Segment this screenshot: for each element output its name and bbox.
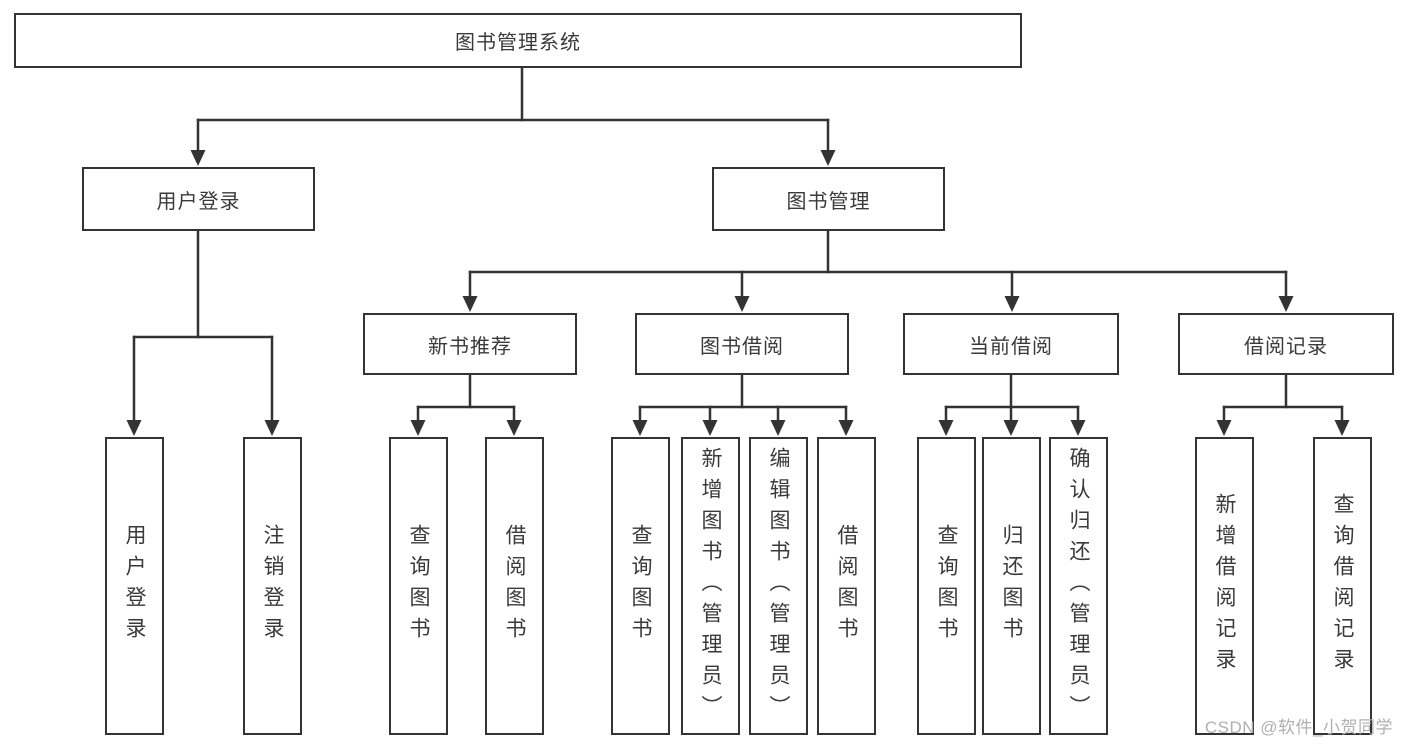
edge-root-to-level2 (190, 65, 836, 166)
leaf-cb-query-books: 查询图书 (917, 437, 976, 735)
leaf-user-login: 用户登录 (105, 437, 164, 735)
node-root: 图书管理系统 (14, 13, 1022, 68)
node-borrow-record: 借阅记录 (1178, 313, 1394, 375)
leaf-bb-edit-books-admin: 编辑图书（管理员） (749, 437, 808, 735)
leaf-cb-confirm-return-admin: 确认归还（管理员） (1049, 437, 1108, 735)
edge-current-borrow-to-leaves (938, 373, 1086, 436)
leaf-br-query-record: 查询借阅记录 (1313, 437, 1372, 735)
edge-new-book-rec-to-leaves (410, 373, 522, 436)
edge-book-mgmt-to-level3 (462, 229, 1294, 312)
leaf-nbr-query-books: 查询图书 (389, 437, 448, 735)
node-user-login: 用户登录 (82, 167, 315, 231)
edge-book-borrow-to-leaves (632, 373, 854, 436)
leaf-bb-add-books-admin: 新增图书（管理员） (681, 437, 740, 735)
leaf-cb-return-books: 归还图书 (982, 437, 1041, 735)
csdn-watermark: CSDN @软件_小贺同学 (1204, 718, 1393, 737)
leaf-bb-query-books: 查询图书 (611, 437, 670, 735)
leaf-br-add-record: 新增借阅记录 (1195, 437, 1254, 735)
leaf-bb-borrow-books: 借阅图书 (817, 437, 876, 735)
node-book-mgmt: 图书管理 (712, 167, 945, 231)
node-new-book-rec: 新书推荐 (363, 313, 577, 375)
node-book-borrow: 图书借阅 (635, 313, 849, 375)
leaf-nbr-borrow-books: 借阅图书 (485, 437, 544, 735)
edge-user-login-to-leaves (126, 229, 280, 436)
edge-borrow-record-to-leaves (1216, 373, 1350, 436)
leaf-logout: 注销登录 (243, 437, 302, 735)
node-current-borrow: 当前借阅 (903, 313, 1119, 375)
